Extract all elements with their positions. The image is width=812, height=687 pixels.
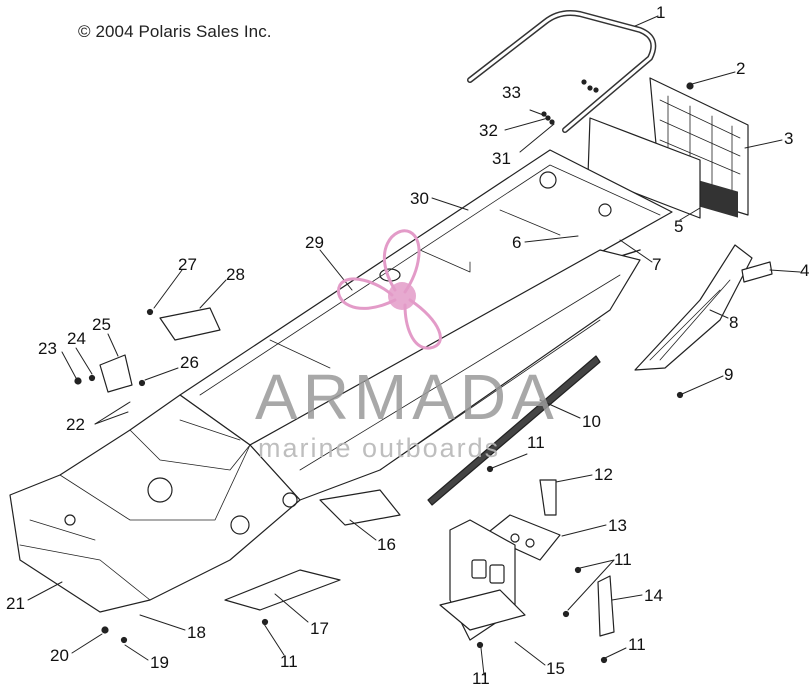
callout-25: 25 [92, 315, 111, 334]
callout-11-a: 11 [527, 433, 545, 452]
bracket-14 [597, 575, 615, 637]
rear-bumper [467, 10, 657, 133]
callout-28: 28 [226, 265, 245, 284]
bracket-13 [484, 514, 561, 561]
clip-4 [741, 261, 773, 283]
callout-7: 7 [652, 255, 662, 274]
mount-25 [99, 354, 133, 393]
foot-rest [634, 244, 753, 371]
callout-12: 12 [594, 465, 613, 484]
callout-15: 15 [546, 659, 565, 678]
callout-1: 1 [656, 3, 666, 22]
callout-29: 29 [305, 233, 324, 252]
callout-22: 22 [66, 415, 85, 434]
callout-9: 9 [724, 365, 734, 384]
callout-4: 4 [800, 261, 810, 280]
callout-24: 24 [67, 329, 86, 348]
callout-6: 6 [512, 233, 522, 252]
callout-26: 26 [180, 353, 199, 372]
callout-23: 23 [38, 339, 57, 358]
callout-13: 13 [608, 516, 627, 535]
leader-lines [27, 15, 801, 676]
callout-8: 8 [729, 313, 739, 332]
callout-32: 32 [479, 121, 498, 140]
callout-33: 33 [502, 83, 521, 102]
callout-18: 18 [187, 623, 206, 642]
bracket-12 [539, 479, 557, 516]
watermark-brand: ARMADA [255, 361, 559, 433]
callout-20: 20 [50, 646, 69, 665]
callout-2: 2 [736, 59, 746, 78]
watermark-propeller-icon [337, 229, 442, 350]
callout-31: 31 [492, 149, 511, 168]
bracket-16 [319, 489, 401, 526]
callout-30: 30 [410, 189, 429, 208]
watermark-subtitle: marine outboards [258, 433, 501, 463]
callout-16: 16 [377, 535, 396, 554]
mount-28 [159, 307, 221, 341]
callout-11-d: 11 [472, 669, 490, 687]
front-chassis [9, 394, 301, 613]
plate-15 [439, 519, 526, 641]
callout-5: 5 [674, 217, 684, 236]
rear-plate [587, 117, 701, 219]
skid-plate [224, 569, 341, 611]
callout-11-e: 11 [280, 652, 298, 671]
callout-11-b: 11 [614, 550, 632, 569]
callout-17: 17 [310, 619, 329, 638]
copyright-text: © 2004 Polaris Sales Inc. [78, 22, 272, 41]
callout-21: 21 [6, 594, 25, 613]
callout-14: 14 [644, 586, 663, 605]
fasteners [74, 111, 684, 664]
callout-27: 27 [178, 255, 197, 274]
callout-11-c: 11 [628, 635, 646, 654]
callout-3: 3 [784, 129, 794, 148]
callout-10: 10 [582, 412, 601, 431]
screw-2 [686, 82, 694, 90]
rail-strip [427, 355, 601, 506]
callout-19: 19 [150, 653, 169, 672]
